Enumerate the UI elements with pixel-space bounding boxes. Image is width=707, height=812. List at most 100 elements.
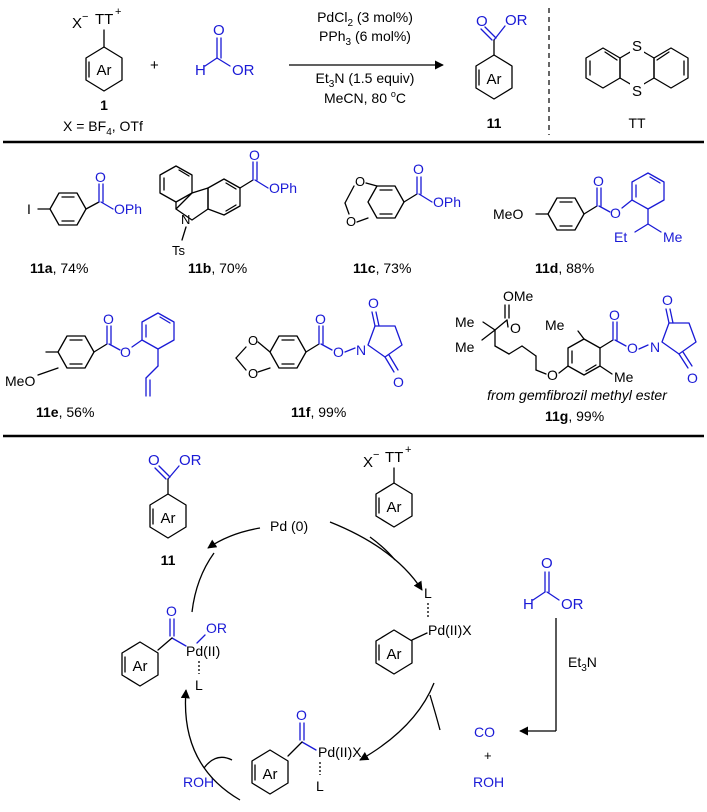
compound-11f: O O O O N O O 11f, 99% bbox=[235, 295, 404, 420]
compound-11a: I O OPh 11a, 74% bbox=[27, 169, 142, 276]
formate-or: OR bbox=[232, 62, 255, 79]
catalytic-cycle: O OR Ar 11 Pd (0) X − TT + Ar L Pd(I bbox=[121, 444, 597, 801]
svg-text:O: O bbox=[346, 214, 356, 229]
counterion-charge: − bbox=[82, 11, 88, 23]
formate-h: H bbox=[195, 62, 206, 79]
svg-text:Me: Me bbox=[545, 317, 565, 333]
svg-text:Ar: Ar bbox=[263, 766, 278, 783]
pd0-label: Pd (0) bbox=[270, 518, 308, 534]
svg-text:O: O bbox=[593, 173, 604, 189]
ring-label: Ar bbox=[97, 62, 112, 79]
product-number: 11 bbox=[487, 115, 502, 131]
top-reaction-equation: X − TT + Ar 1 X = BF4, OTf + H O OR PdCl… bbox=[63, 6, 689, 138]
aryl-ring bbox=[85, 46, 123, 92]
svg-text:OR: OR bbox=[179, 452, 202, 469]
svg-text:H: H bbox=[523, 596, 534, 613]
product-or: OR bbox=[505, 12, 528, 29]
formate-reagent: H O OR bbox=[195, 22, 255, 79]
aryl-sulfonium-reagent: X − TT + Ar 1 X = BF4, OTf bbox=[63, 6, 143, 138]
svg-text:−: − bbox=[373, 449, 379, 461]
co-plus: + bbox=[484, 748, 492, 763]
svg-text:O: O bbox=[687, 370, 698, 386]
sulfonium-charge: + bbox=[115, 6, 121, 18]
svg-text:O: O bbox=[296, 707, 307, 723]
reagent-number: 1 bbox=[100, 97, 108, 113]
tt-sulfur-bottom: S bbox=[632, 83, 642, 100]
substrate-scope: I O OPh 11a, 74% N Ts O bbox=[5, 147, 698, 424]
svg-text:Pd(II): Pd(II) bbox=[186, 643, 220, 659]
co-label: CO bbox=[474, 724, 495, 740]
counterion: X bbox=[72, 15, 82, 32]
base-label: Et3N bbox=[568, 654, 597, 674]
tt-label: TT bbox=[628, 115, 646, 131]
compound-11c: O O O OPh 11c, 73% bbox=[344, 161, 461, 276]
svg-text:OR: OR bbox=[206, 620, 227, 636]
svg-text:O: O bbox=[413, 161, 424, 177]
compound-caption: 11b, 70% bbox=[188, 260, 247, 276]
svg-text:Et: Et bbox=[614, 229, 627, 245]
cycle-alkoxy-complex: O Pd(II) OR L Ar bbox=[121, 603, 227, 693]
compound-11d: MeO O O Et Me 11d, 88% bbox=[493, 172, 683, 276]
svg-text:O: O bbox=[541, 555, 553, 572]
condition-solvent: MeCN, 80 oC bbox=[324, 89, 406, 106]
svg-text:+: + bbox=[405, 444, 411, 456]
svg-text:O: O bbox=[248, 366, 258, 381]
svg-text:Ar: Ar bbox=[161, 510, 176, 527]
compound-11b: N Ts O OPh 11b, 70% bbox=[159, 147, 297, 276]
compound-caption: 11a, 74% bbox=[30, 260, 88, 276]
svg-text:O: O bbox=[248, 333, 258, 348]
tt-ring-left bbox=[585, 47, 621, 89]
svg-text:L: L bbox=[195, 677, 203, 693]
svg-text:OPh: OPh bbox=[433, 194, 461, 210]
svg-text:Ar: Ar bbox=[133, 658, 148, 675]
svg-text:Pd(II)X: Pd(II)X bbox=[318, 744, 362, 760]
svg-text:TT: TT bbox=[385, 449, 403, 466]
compound-caption: 11g, 99% bbox=[545, 408, 604, 424]
svg-text:O: O bbox=[547, 367, 558, 383]
reaction-conditions: PdCl2 (3 mol%) PPh3 (6 mol%) Et3N (1.5 e… bbox=[316, 9, 415, 106]
roh-input-label: ROH bbox=[183, 774, 214, 790]
substrate-entry-curve bbox=[369, 536, 396, 561]
origin-note: from gemfibrozil methyl ester bbox=[487, 387, 668, 403]
svg-text:N: N bbox=[650, 339, 660, 355]
svg-text:Pd(II)X: Pd(II)X bbox=[428, 622, 472, 638]
co-entry-curve bbox=[429, 694, 441, 731]
cycle-arc-left-top bbox=[191, 552, 215, 613]
svg-text:Ar: Ar bbox=[387, 499, 402, 516]
product-ring bbox=[475, 54, 513, 100]
condition-ligand: PPh3 (6 mol%) bbox=[319, 28, 411, 48]
svg-text:N: N bbox=[356, 342, 366, 358]
compound-caption: 11c, 73% bbox=[353, 260, 411, 276]
svg-text:O: O bbox=[315, 311, 326, 327]
compound-caption: 11e, 56% bbox=[36, 404, 94, 420]
svg-text:O: O bbox=[609, 307, 620, 323]
cycle-formate: H O OR bbox=[523, 555, 584, 613]
svg-text:O: O bbox=[166, 603, 177, 619]
svg-text:OPh: OPh bbox=[269, 180, 297, 196]
compound-11e: MeO O O 11e, 56% bbox=[5, 311, 175, 420]
svg-text:L: L bbox=[316, 778, 324, 794]
anion-definition: X = BF4, OTf bbox=[63, 118, 143, 138]
tt-sulfur-top: S bbox=[632, 38, 642, 55]
svg-text:O: O bbox=[368, 295, 379, 311]
svg-text:O: O bbox=[510, 320, 521, 336]
svg-text:O: O bbox=[393, 374, 404, 390]
svg-text:O: O bbox=[148, 452, 160, 469]
svg-text:O: O bbox=[95, 169, 106, 185]
cycle-oxidative-addition-complex: L Pd(II)X Ar bbox=[375, 585, 472, 675]
product-ester: O OR Ar 11 bbox=[475, 12, 528, 131]
formate-carbonyl-o: O bbox=[213, 22, 225, 39]
svg-text:O: O bbox=[120, 344, 131, 360]
svg-text:O: O bbox=[103, 311, 114, 327]
ester-group: OPh bbox=[114, 201, 142, 217]
oxidative-addition-arrow bbox=[329, 521, 423, 591]
svg-text:Ar: Ar bbox=[387, 646, 402, 663]
svg-text:OR: OR bbox=[561, 596, 584, 613]
svg-text:O: O bbox=[662, 292, 673, 308]
svg-text:Me: Me bbox=[455, 314, 475, 330]
product-ring-label: Ar bbox=[487, 71, 502, 88]
svg-text:MeO: MeO bbox=[493, 206, 523, 222]
tt-ring-right bbox=[653, 47, 689, 89]
svg-text:11: 11 bbox=[161, 552, 176, 568]
